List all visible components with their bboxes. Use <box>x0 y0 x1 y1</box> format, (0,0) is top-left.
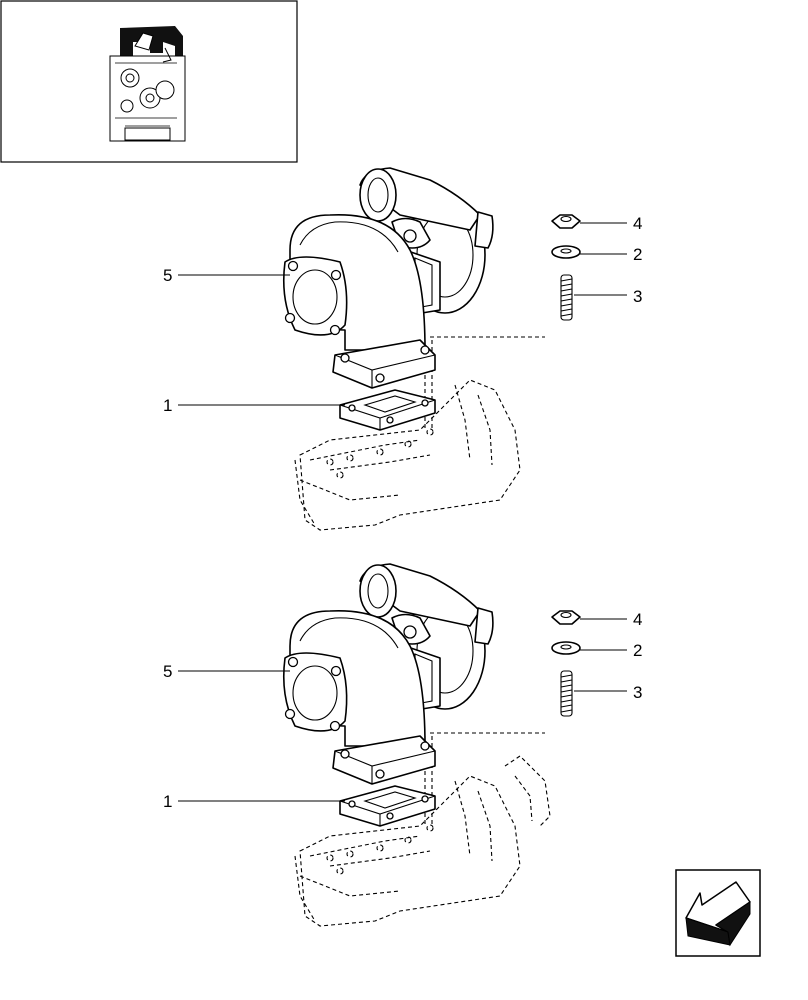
callout-4-bottom: 4 <box>633 610 642 629</box>
callout-4-top: 4 <box>633 214 642 233</box>
callout-1-bottom: 1 <box>163 792 172 811</box>
callout-3-top: 3 <box>633 287 642 306</box>
engine-locator-thumbnail <box>0 0 298 163</box>
callout-5-top: 5 <box>163 266 172 285</box>
callout-1-top: 1 <box>163 396 172 415</box>
callout-2-top: 2 <box>633 245 642 264</box>
callout-2-bottom: 2 <box>633 641 642 660</box>
top-turbo-assembly <box>178 167 628 531</box>
callout-3-bottom: 3 <box>633 683 642 702</box>
back-arrow-icon[interactable] <box>675 869 761 957</box>
bottom-turbo-assembly <box>178 563 628 927</box>
callout-5-bottom: 5 <box>163 662 172 681</box>
